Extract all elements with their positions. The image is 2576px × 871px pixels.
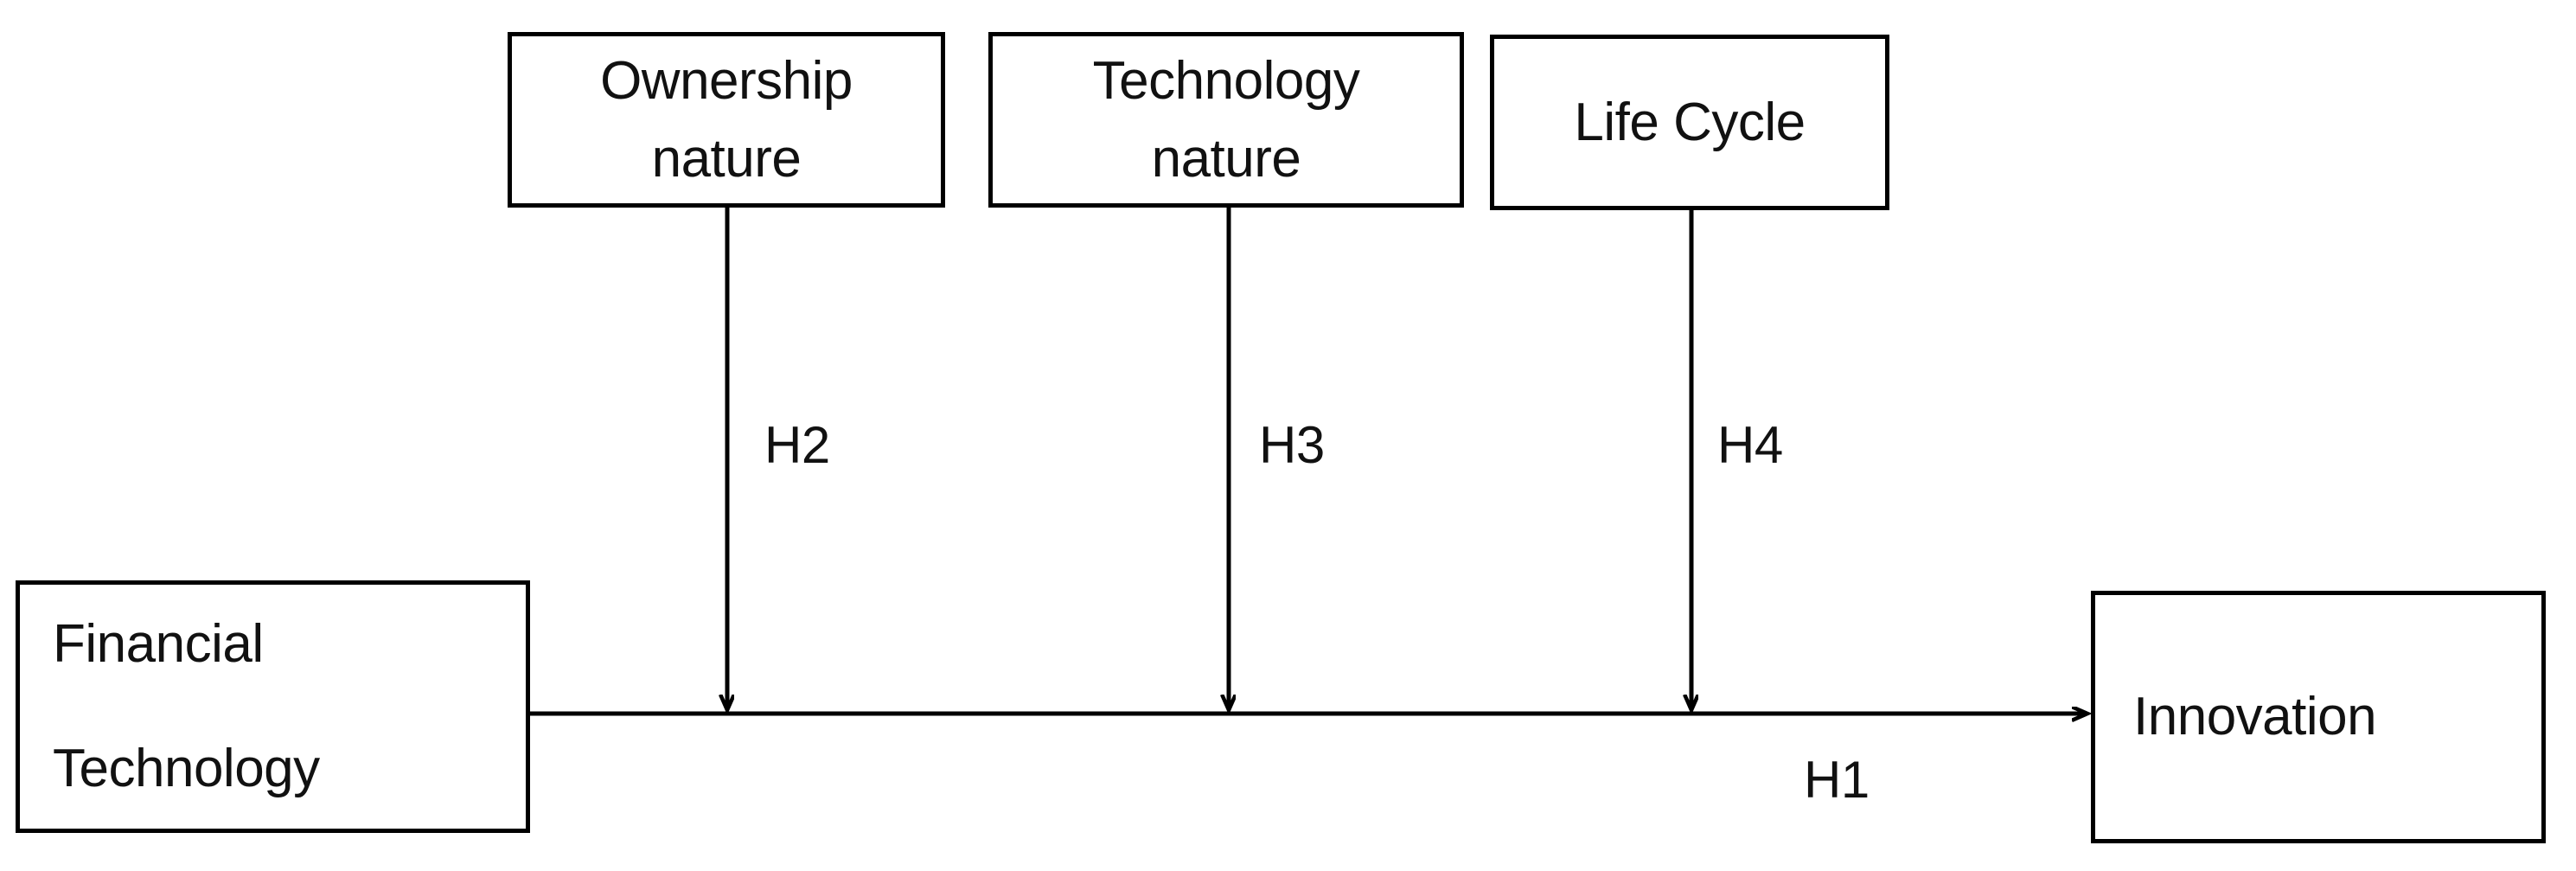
node-technology-nature-line-2: nature xyxy=(1151,128,1301,189)
node-innovation-line-1: Innovation xyxy=(2133,687,2377,747)
node-ownership-nature-line-1: Ownership xyxy=(600,50,853,111)
edge-label-h1: H1 xyxy=(1804,751,1870,809)
node-ownership-nature-line-2: nature xyxy=(651,128,802,189)
node-financial-technology-line-2: Technology xyxy=(53,739,320,798)
node-innovation[interactable]: Innovation xyxy=(2091,591,2546,843)
edge-label-h4: H4 xyxy=(1717,416,1783,474)
node-technology-nature-line-1: Technology xyxy=(1092,50,1360,111)
node-financial-technology-line-1: Financial xyxy=(53,614,264,675)
node-ownership-nature[interactable]: Ownership nature xyxy=(508,32,945,208)
node-life-cycle[interactable]: Life Cycle xyxy=(1490,35,1889,210)
node-life-cycle-line-1: Life Cycle xyxy=(1574,92,1806,152)
edge-label-h3: H3 xyxy=(1259,416,1325,474)
edge-label-h2: H2 xyxy=(764,416,830,474)
node-technology-nature[interactable]: Technology nature xyxy=(988,32,1464,208)
node-financial-technology[interactable]: Financial Technology xyxy=(16,580,530,833)
